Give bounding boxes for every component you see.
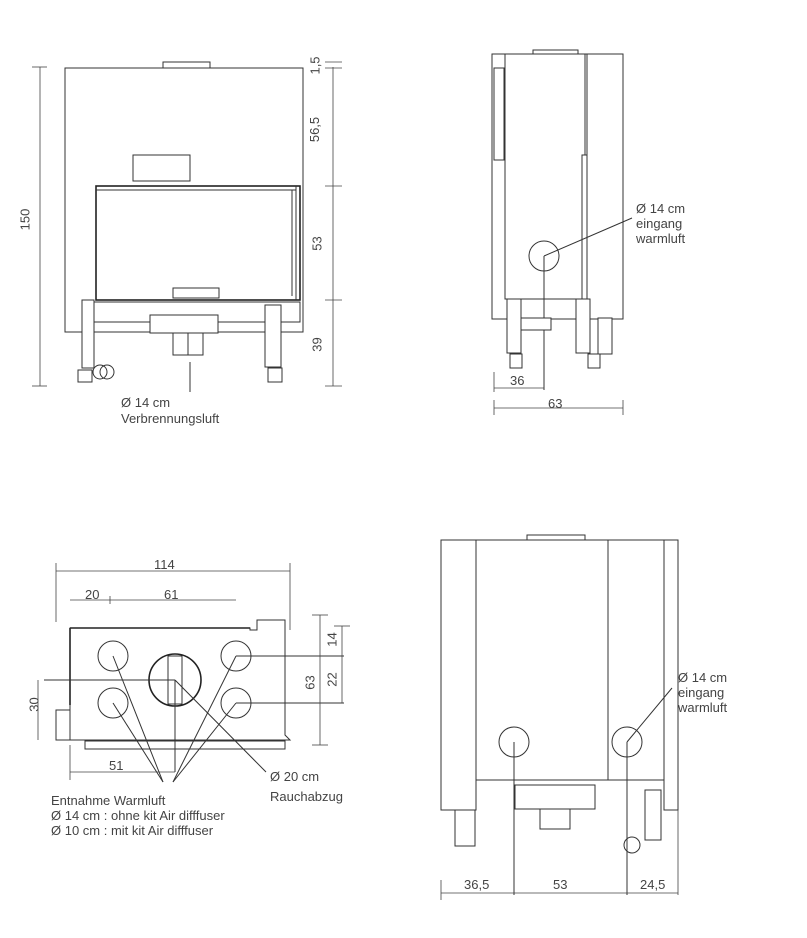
top-dim-hole-spacing: 22 bbox=[324, 672, 340, 687]
top-dim-depth: 63 bbox=[302, 675, 318, 690]
side-callout-line2: eingang bbox=[636, 216, 683, 231]
top-dim-width: 114 bbox=[154, 557, 175, 572]
top-callout-flue-label: Rauchabzug bbox=[270, 789, 343, 804]
front-dim-glass: 53 bbox=[309, 236, 325, 251]
top-dim-left-offset: 20 bbox=[85, 587, 100, 602]
top-callout-outlet-with-kit: Ø 10 cm : mit kit Air difffuser bbox=[51, 823, 214, 838]
back-callout-line2: eingang bbox=[678, 685, 725, 700]
side-dim-depth: 63 bbox=[548, 396, 563, 411]
top-view bbox=[37, 563, 350, 783]
front-callout-label: Verbrennungsluft bbox=[121, 411, 220, 426]
top-callout-outlet-title: Entnahme Warmluft bbox=[51, 793, 166, 808]
side-dim-inlet-offset: 36 bbox=[510, 373, 525, 388]
front-callout-diameter: Ø 14 cm bbox=[121, 395, 171, 410]
side-view bbox=[491, 49, 633, 415]
top-dim-flue-depth: 30 bbox=[26, 697, 42, 712]
top-callout-outlet-without-kit: Ø 14 cm : ohne kit Air difffuser bbox=[51, 808, 225, 823]
front-dim-top-gap: 1,5 bbox=[307, 56, 323, 75]
side-callout-line3: warmluft bbox=[636, 231, 686, 246]
front-dim-total-height: 150 bbox=[17, 208, 33, 231]
front-view bbox=[32, 61, 342, 392]
side-callout-diameter: Ø 14 cm bbox=[636, 201, 686, 216]
top-dim-flue-offset: 51 bbox=[109, 758, 124, 773]
top-dim-front-offset: 14 bbox=[324, 632, 340, 647]
top-dim-span: 61 bbox=[164, 587, 179, 602]
back-view bbox=[440, 534, 679, 900]
front-dim-base: 39 bbox=[309, 337, 325, 352]
back-dim-left: 36,5 bbox=[464, 877, 490, 892]
back-dim-middle: 53 bbox=[553, 877, 568, 892]
back-callout-line3: warmluft bbox=[678, 700, 728, 715]
front-dim-upper: 56,5 bbox=[307, 116, 323, 143]
top-callout-flue-diameter: Ø 20 cm bbox=[270, 769, 320, 784]
back-callout-diameter: Ø 14 cm bbox=[678, 670, 728, 685]
back-dim-right: 24,5 bbox=[640, 877, 666, 892]
